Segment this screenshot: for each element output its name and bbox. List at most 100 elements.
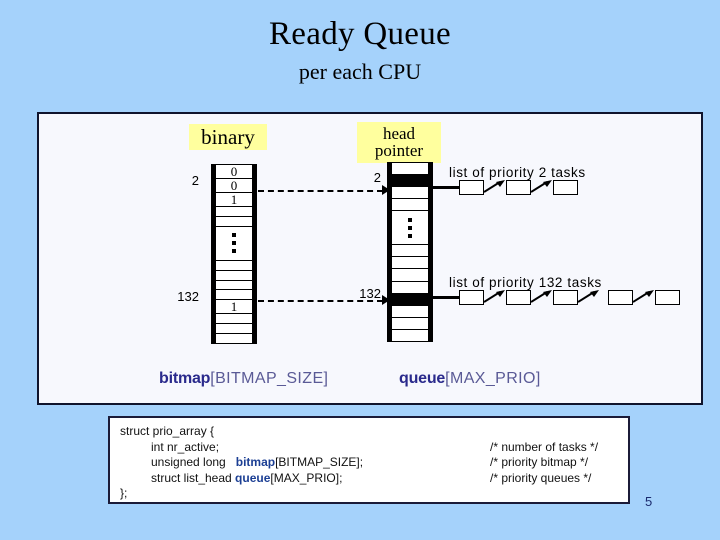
bitmap-cell-10: 1 bbox=[216, 299, 252, 315]
page-number: 5 bbox=[645, 494, 653, 509]
queue-cell-4 bbox=[392, 211, 428, 246]
dashed-link-priority-132 bbox=[258, 300, 383, 302]
bitmap-cell-3 bbox=[216, 207, 252, 217]
code-line-4-keyword: queue bbox=[235, 470, 271, 485]
queue-cell-7 bbox=[392, 269, 428, 282]
dashed-link-priority-2 bbox=[258, 190, 383, 192]
bitmap-cell-6 bbox=[216, 260, 252, 271]
task-link-arrow-icon-gap bbox=[578, 289, 608, 305]
task-link-arrow-icon bbox=[531, 179, 553, 195]
queue-cell-6 bbox=[392, 257, 428, 270]
legend-bitmap-keyword: bitmap bbox=[159, 370, 211, 387]
queue-array-column bbox=[387, 162, 433, 342]
code-line-3: unsigned long bitmap[BITMAP_SIZE]; /* pri… bbox=[120, 455, 618, 471]
bitmap-cell-value: 1 bbox=[230, 299, 238, 315]
dashed-link-priority-132-arrowhead bbox=[382, 295, 390, 305]
queue-cell-3 bbox=[392, 199, 428, 212]
bitmap-cell-1: 0 bbox=[216, 179, 252, 193]
queue-cell-5 bbox=[392, 245, 428, 258]
code-line-2-comment: /* number of tasks */ bbox=[490, 439, 599, 454]
queue-rail-left bbox=[387, 162, 392, 342]
bitmap-cell-7 bbox=[216, 270, 252, 281]
legend-bitmap: bitmap[BITMAP_SIZE] bbox=[159, 370, 328, 388]
label-binary: binary bbox=[189, 124, 267, 151]
task-list-row-2 bbox=[459, 179, 578, 195]
legend-bitmap-bracket: [BITMAP_SIZE] bbox=[210, 370, 329, 387]
queue-cell-1 bbox=[392, 175, 428, 188]
bitmap-cell-11 bbox=[216, 314, 252, 325]
label-head-pointer-line1: head bbox=[382, 124, 416, 143]
queue-to-list-link-2 bbox=[433, 186, 467, 189]
queue-rail-right bbox=[428, 162, 433, 342]
title-block: Ready Queue per each CPU bbox=[0, 16, 720, 84]
task-node-box bbox=[459, 289, 484, 305]
bitmap-cell-13 bbox=[216, 334, 252, 345]
legend-queue: queue[MAX_PRIO] bbox=[399, 370, 541, 388]
queue-cells bbox=[392, 162, 428, 342]
task-link-arrow-icon bbox=[531, 289, 553, 305]
task-list-caption-132: list of priority 132 tasks bbox=[449, 275, 602, 290]
code-line-2-text: int nr_active; bbox=[151, 439, 220, 454]
queue-cell-10 bbox=[392, 305, 428, 318]
task-list-row-132 bbox=[459, 289, 680, 305]
task-node-box bbox=[506, 179, 531, 195]
code-line-3-keyword: bitmap bbox=[235, 455, 276, 469]
code-line-4-prefix: struct list_head bbox=[151, 470, 236, 485]
bitmap-rail-right bbox=[252, 164, 257, 344]
bitmap-rail-left bbox=[211, 164, 216, 344]
bitmap-cell-0: 0 bbox=[216, 164, 252, 179]
task-node-box bbox=[608, 289, 633, 305]
bitmap-cell-8 bbox=[216, 280, 252, 291]
queue-cell-9 bbox=[392, 293, 428, 306]
code-line-3-prefix: unsigned long bbox=[151, 455, 236, 469]
code-line-3-comment: /* priority bitmap */ bbox=[490, 455, 589, 469]
bitmap-index-label-2: 2 bbox=[191, 173, 199, 188]
code-line-2: int nr_active; /* number of tasks */ bbox=[120, 440, 618, 456]
legend-queue-keyword: queue bbox=[399, 370, 446, 387]
task-list-caption-2: list of priority 2 tasks bbox=[449, 165, 586, 180]
task-link-arrow-icon bbox=[633, 289, 655, 305]
task-node-box bbox=[553, 289, 578, 305]
queue-vertical-ellipsis-icon bbox=[408, 217, 412, 238]
queue-cell-11 bbox=[392, 317, 428, 330]
queue-to-list-link-132 bbox=[433, 296, 467, 299]
queue-index-label-2: 2 bbox=[373, 170, 381, 185]
task-link-arrow-icon bbox=[484, 289, 506, 305]
code-line-5: }; bbox=[120, 486, 128, 500]
task-node-box bbox=[553, 179, 578, 195]
bitmap-cell-value: 0 bbox=[230, 178, 238, 193]
bitmap-index-label-132: 132 bbox=[177, 289, 199, 304]
queue-cell-8 bbox=[392, 281, 428, 294]
dashed-link-priority-2-arrowhead bbox=[382, 185, 390, 195]
task-node-box bbox=[459, 179, 484, 195]
page-subtitle: per each CPU bbox=[298, 59, 422, 85]
task-node-box bbox=[506, 289, 531, 305]
code-line-4-suffix: [MAX_PRIO]; bbox=[270, 470, 343, 485]
bitmap-cell-value: 0 bbox=[230, 164, 238, 179]
label-head-pointer: head pointer bbox=[357, 122, 441, 163]
queue-cell-2 bbox=[392, 187, 428, 200]
bitmap-cell-5 bbox=[216, 226, 252, 261]
legend-queue-bracket: [MAX_PRIO] bbox=[445, 370, 541, 387]
bitmap-cell-value: 1 bbox=[230, 192, 238, 207]
queue-cell-12 bbox=[392, 329, 428, 342]
queue-cell-0 bbox=[392, 162, 428, 176]
label-head-pointer-line2: pointer bbox=[374, 141, 424, 161]
code-line-4: struct list_head queue[MAX_PRIO]; /* prio… bbox=[120, 471, 618, 487]
code-line-1: struct prio_array { bbox=[120, 424, 215, 438]
bitmap-cell-4 bbox=[216, 216, 252, 227]
bitmap-vertical-ellipsis-icon bbox=[232, 233, 236, 254]
code-line-3-suffix: [BITMAP_SIZE]; bbox=[275, 455, 364, 469]
task-link-arrow-icon bbox=[484, 179, 506, 195]
code-line-4-comment: /* priority queues */ bbox=[490, 470, 592, 485]
code-box: struct prio_array { int nr_active; /* num… bbox=[108, 416, 630, 504]
bitmap-cell-9 bbox=[216, 290, 252, 301]
queue-index-label-132: 132 bbox=[359, 286, 381, 301]
page-title: Ready Queue bbox=[269, 16, 451, 52]
bitmap-cell-12 bbox=[216, 324, 252, 335]
bitmap-cell-2: 1 bbox=[216, 193, 252, 207]
task-node-box bbox=[655, 289, 680, 305]
